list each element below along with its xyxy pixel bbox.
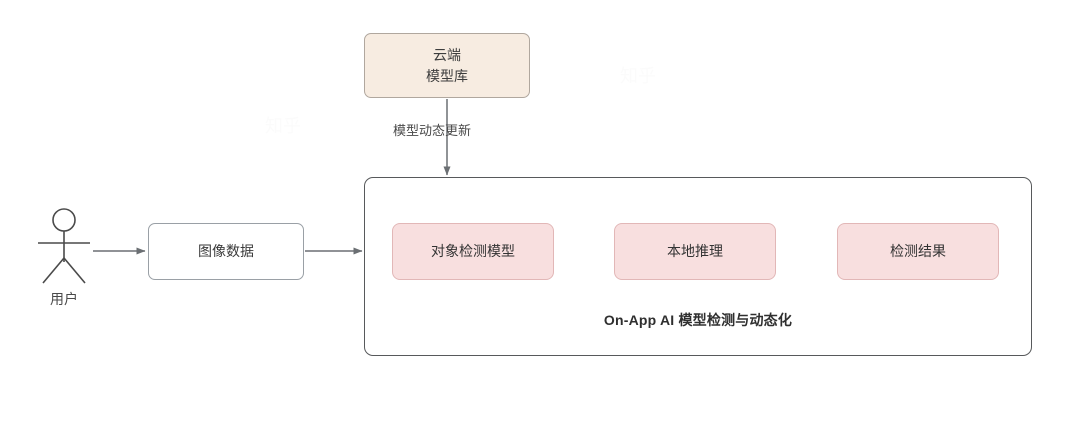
watermark-2: 知乎 [620,66,656,86]
container-title-label: On-App AI 模型检测与动态化 [603,312,793,328]
node-cloud-model-library[interactable]: 云端 模型库 [364,33,530,98]
node-local-inference[interactable]: 本地推理 [614,223,776,280]
cloud-label-line1: 云端 [433,47,461,64]
stage1-label: 对象检测模型 [431,243,515,260]
node-image-data[interactable]: 图像数据 [148,223,304,280]
node-object-detection-model[interactable]: 对象检测模型 [392,223,554,280]
image-data-label: 图像数据 [198,243,254,260]
watermark-1: 知乎 [265,116,301,136]
cloud-label-line2: 模型库 [426,67,468,84]
actor-user-icon [38,208,90,284]
node-detection-result[interactable]: 检测结果 [837,223,999,280]
stage2-label: 本地推理 [667,243,723,260]
edge-label-model-dynamic-update: 模型动态更新 [393,123,472,138]
actor-label: 用户 [50,291,78,307]
stage3-label: 检测结果 [890,243,946,260]
